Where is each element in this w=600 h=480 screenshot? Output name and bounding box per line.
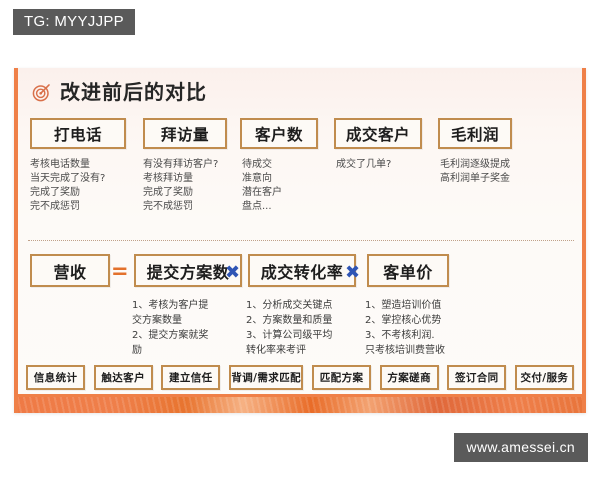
metric-body-visits: 有没有拜访客户? 考核拜访量 完成了奖励 完不成惩罚: [143, 159, 219, 212]
process-chip-8[interactable]: 交付/服务: [514, 365, 574, 390]
page-title: 改进前后的对比: [60, 80, 207, 104]
formula-body-conversion-rate: 1、分析成交关键点 2、方案数量和质量 3、计算公司级平均 转化率来考评: [246, 300, 333, 356]
decorative-band-texture: [14, 397, 586, 413]
card-right-edge: [582, 68, 586, 413]
formula-row-after: 营收 = 提交方案数 ✖ 成交转化率 ✖ 客单价 1、考核为客户提 交方案数量 …: [14, 254, 586, 364]
metric-body-closed-customers: 成交了几单?: [336, 159, 392, 170]
equals-operator-icon: =: [111, 259, 129, 283]
process-chip-2[interactable]: 触达客户: [93, 365, 153, 390]
metric-body-gross-profit: 毛利润逐级提成 高利润单子奖金: [440, 159, 510, 184]
process-chip-6[interactable]: 方案磋商: [379, 365, 439, 390]
formula-body-unit-price: 1、塑造培训价值 2、掌控核心优势 3、不考核利润. 只考核培训费营收: [365, 300, 445, 356]
metric-column-4: 成交客户 成交了几单?: [334, 118, 422, 172]
metric-body-call: 考核电话数量 当天完成了没有? 完成了奖励 完不成惩罚: [30, 159, 106, 212]
formula-term-proposals[interactable]: 提交方案数: [134, 254, 242, 287]
section-divider: [28, 240, 574, 241]
metric-heading-gross-profit[interactable]: 毛利润: [438, 118, 512, 149]
formula-body-proposals: 1、考核为客户提 交方案数量 2、提交方案就奖 励: [132, 300, 209, 356]
metric-heading-call[interactable]: 打电话: [30, 118, 126, 149]
metric-heading-visits[interactable]: 拜访量: [143, 118, 227, 149]
formula-term-revenue[interactable]: 营收: [30, 254, 110, 287]
metric-heading-customers[interactable]: 客户数: [240, 118, 318, 149]
slide-card: 改进前后的对比 打电话 考核电话数量 当天完成了没有? 完成了奖励 完不成惩罚 …: [14, 68, 586, 413]
multiply-operator-icon-1: ✖: [225, 262, 241, 283]
formula-term-conversion-rate[interactable]: 成交转化率: [248, 254, 356, 287]
watermark-top-left: TG: MYYJJPP: [13, 9, 135, 35]
metric-column-5: 毛利润 毛利润逐级提成 高利润单子奖金: [438, 118, 512, 186]
decorative-orange-band: [14, 397, 586, 413]
process-chip-4[interactable]: 背调/需求匹配: [228, 365, 304, 390]
watermark-bottom-right: www.amessei.cn: [453, 433, 588, 462]
card-title-row: 改进前后的对比: [32, 82, 207, 102]
process-chip-row: 信息统计 触达客户 建立信任 背调/需求匹配 匹配方案 方案磋商 签订合同 交付…: [14, 365, 586, 395]
metric-column-3: 客户数 待成交 准意向 潜在客户 盘点...: [240, 118, 318, 214]
metric-body-customers: 待成交 准意向 潜在客户 盘点...: [242, 159, 282, 212]
bullseye-target-icon: [32, 83, 51, 102]
band-top-edge: [14, 394, 586, 397]
process-chip-7[interactable]: 签订合同: [447, 365, 507, 390]
metric-heading-closed-customers[interactable]: 成交客户: [334, 118, 422, 149]
metric-column-2: 拜访量 有没有拜访客户? 考核拜访量 完成了奖励 完不成惩罚: [143, 118, 227, 214]
metrics-row-before: 打电话 考核电话数量 当天完成了没有? 完成了奖励 完不成惩罚 拜访量 有没有拜…: [14, 118, 586, 238]
multiply-operator-icon-2: ✖: [345, 262, 361, 283]
process-chip-3[interactable]: 建立信任: [161, 365, 221, 390]
process-chip-1[interactable]: 信息统计: [26, 365, 86, 390]
metric-column-1: 打电话 考核电话数量 当天完成了没有? 完成了奖励 完不成惩罚: [30, 118, 126, 214]
card-left-edge: [14, 68, 18, 413]
formula-term-unit-price[interactable]: 客单价: [367, 254, 449, 287]
process-chip-5[interactable]: 匹配方案: [312, 365, 372, 390]
